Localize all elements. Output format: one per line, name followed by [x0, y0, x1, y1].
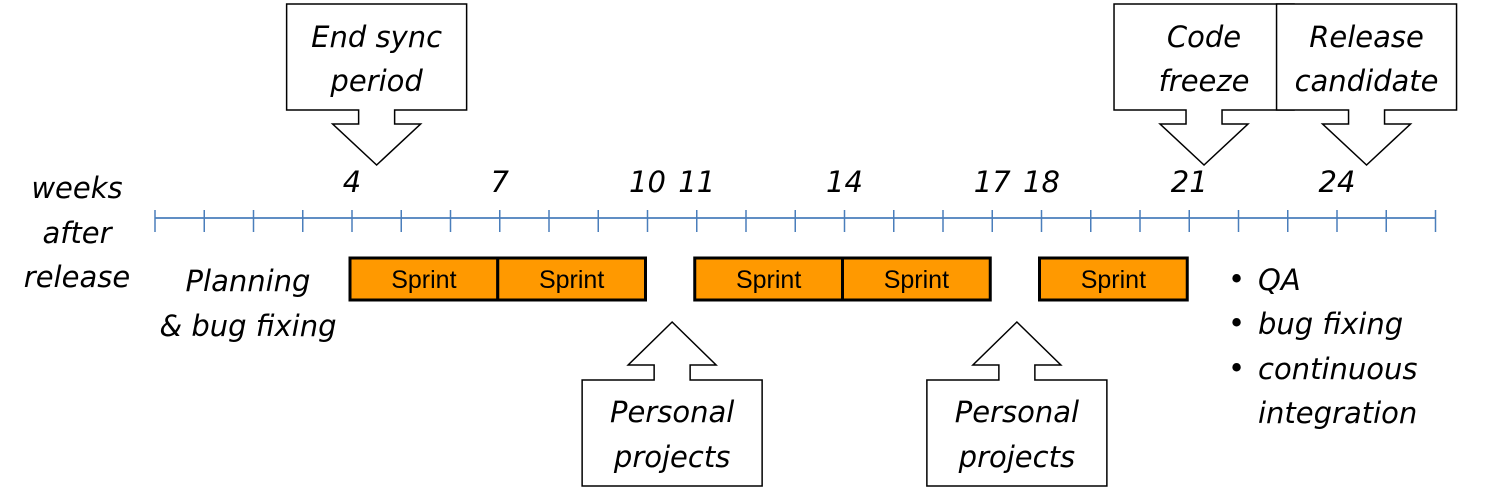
callout-release-candidate: Release candidate — [1275, 3, 1458, 167]
week-tick-label: 7 — [491, 165, 510, 199]
axis-label-line-1: weeks — [31, 171, 122, 205]
sprint-box — [1038, 256, 1189, 302]
sprint-label: Sprint — [884, 266, 949, 294]
final-bullet-3: • — [1228, 351, 1245, 385]
week-tick-label: 21 — [1171, 165, 1208, 199]
callout-arrow-down — [285, 3, 468, 167]
sprint-box — [496, 256, 647, 302]
final-item-qa: QA — [1258, 263, 1301, 297]
final-item-integration: integration — [1258, 396, 1417, 430]
axis-label: weeks after release — [24, 171, 130, 294]
axis-label-line-3: release — [24, 260, 130, 294]
timeline-axis — [154, 210, 1437, 232]
callouts-below: Personal projects Personal projects — [581, 320, 1108, 487]
callouts-above: End sync period Code freeze Release candidate — [285, 3, 1458, 167]
callout-text-line: Code — [1167, 20, 1241, 54]
callout-text-line: Release — [1309, 20, 1424, 54]
week-tick-label: 18 — [1023, 165, 1060, 199]
callout-text-line: candidate — [1295, 64, 1439, 98]
week-tick-label: 14 — [826, 165, 863, 199]
week-tick-label: 4 — [343, 165, 361, 199]
callout-text-line: Personal — [955, 395, 1079, 429]
final-bullet-1: • — [1228, 262, 1245, 296]
planning-phase: Planning & bug fixing — [160, 264, 337, 343]
callout-text-line: Personal — [610, 395, 734, 429]
planning-line-2: & bug fixing — [160, 309, 337, 343]
callout-personal-projects-2: Personal projects — [926, 320, 1108, 487]
week-tick-label: 10 — [629, 165, 666, 199]
sprint-label: Sprint — [736, 266, 801, 294]
callout-text-line: projects — [613, 440, 730, 474]
week-tick-label: 17 — [974, 165, 1011, 199]
callout-arrow-up — [926, 320, 1108, 487]
callout-arrow-up — [581, 320, 763, 487]
sprints: Sprint Sprint Sprint Sprint Sprint — [348, 256, 1189, 302]
final-bullet-2: • — [1228, 306, 1245, 340]
final-phase-list: • QA • bug fixing • continuous integrati… — [1228, 262, 1418, 430]
callout-text-line: period — [329, 64, 423, 98]
callout-text-line: freeze — [1159, 64, 1250, 98]
sprint-box — [348, 256, 500, 302]
week-tick-label: 11 — [678, 165, 715, 199]
sprint-label: Sprint — [1081, 266, 1146, 294]
callout-text-line: End sync — [311, 20, 442, 54]
planning-line-1: Planning — [186, 264, 311, 298]
axis-label-line-2: after — [42, 216, 113, 250]
sprint-label: Sprint — [539, 266, 604, 294]
callout-text-line: projects — [958, 440, 1075, 474]
week-tick-labels: 4 7 10 11 14 17 18 21 24 — [343, 165, 1356, 199]
week-tick-label: 24 — [1319, 165, 1356, 199]
callout-personal-projects-1: Personal projects — [581, 320, 763, 487]
final-item-continuous: continuous — [1258, 352, 1418, 386]
sprint-label: Sprint — [391, 266, 456, 294]
callout-code-freeze: Code freeze — [1113, 3, 1295, 167]
callout-end-sync: End sync period — [285, 3, 468, 167]
sprint-box — [841, 256, 992, 302]
final-item-bug-fixing: bug fixing — [1258, 307, 1403, 341]
callout-arrow-down — [1275, 3, 1458, 167]
sprint-box — [693, 256, 844, 302]
